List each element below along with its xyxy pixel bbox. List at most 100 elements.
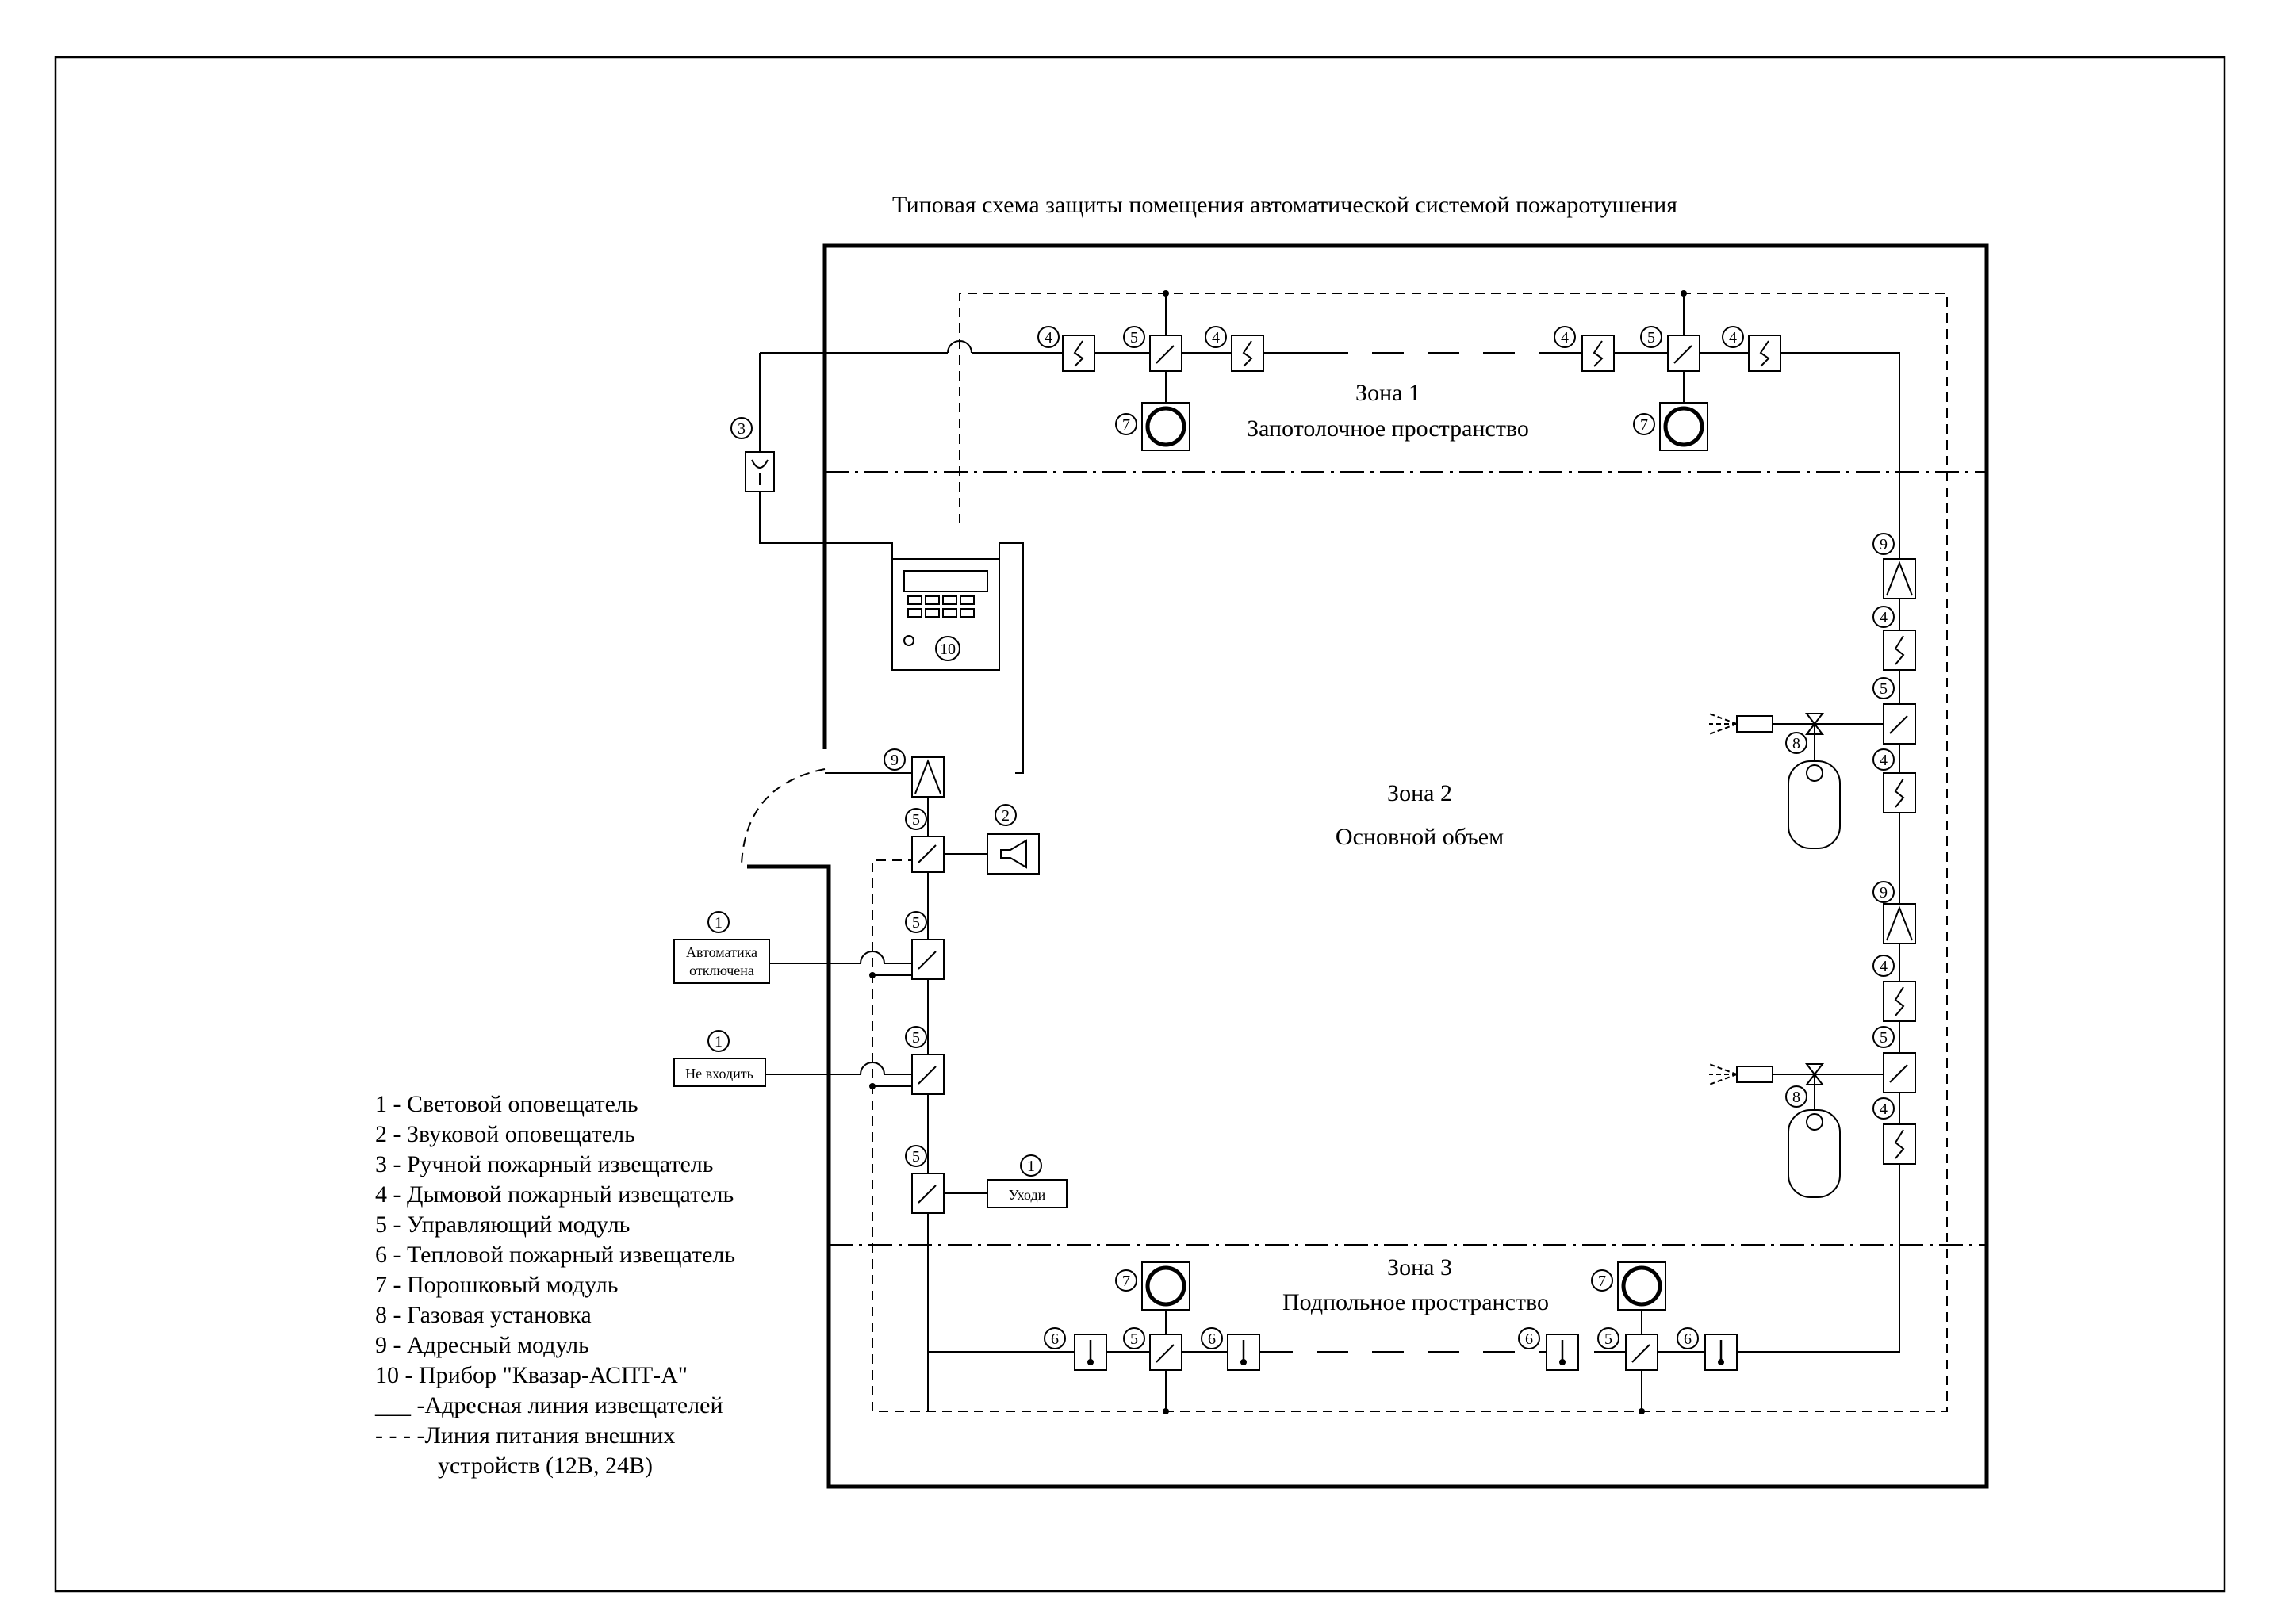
badge-5-number: 5 [912, 811, 920, 829]
badge-3-number: 3 [738, 420, 746, 438]
gas-spray-icon [1708, 713, 1738, 735]
badge-10 [935, 636, 960, 661]
smoke-detector [1883, 981, 1916, 1022]
badge-7-number: 7 [1598, 1273, 1606, 1290]
badge-5 [905, 1026, 927, 1048]
badge-7-number: 7 [1640, 416, 1648, 434]
address-module-icon [1886, 905, 1913, 941]
module-switch-icon [1889, 1064, 1908, 1083]
smoke-detector-icon [1894, 1129, 1905, 1159]
smoke-detector [1231, 335, 1264, 372]
module-switch-icon [918, 1066, 937, 1085]
junction-dot [1163, 1408, 1169, 1414]
badge-9-number: 9 [891, 752, 899, 769]
smoke-detector-icon [1073, 340, 1084, 367]
badge-1 [707, 911, 730, 933]
smoke-detector [1883, 630, 1916, 671]
badge-9-number: 9 [1880, 884, 1888, 901]
heat-detector-bulb [1559, 1359, 1566, 1365]
badge-7-number: 7 [1122, 1273, 1130, 1290]
control-panel [891, 558, 1000, 671]
smoke-detector [1883, 772, 1916, 813]
badge-6-number: 6 [1525, 1330, 1533, 1348]
badge-5 [1640, 326, 1662, 348]
powder-module-icon [1145, 406, 1186, 447]
sounder [987, 833, 1040, 875]
badge-4 [1205, 326, 1227, 348]
badge-4 [1872, 606, 1895, 628]
legend-item: - - - -Линия питания внешних [375, 1422, 675, 1449]
badge-5-number: 5 [1130, 329, 1138, 346]
badge-5-number: 5 [912, 1148, 920, 1166]
badge-4-number: 4 [1880, 752, 1888, 769]
badge-7-number: 7 [1122, 416, 1130, 434]
badge-8 [1785, 732, 1807, 754]
power-line [872, 293, 1948, 1412]
gas-cylinder-valve [1806, 1113, 1823, 1131]
badge-7 [1633, 413, 1655, 435]
panel-indicator [903, 635, 914, 646]
powder-module [1141, 402, 1190, 451]
zone2-name: Зона 2 [1387, 780, 1452, 806]
badge-5-number: 5 [1880, 1029, 1888, 1047]
powder-module [1141, 1261, 1190, 1311]
junction-dot [869, 972, 876, 978]
panel-key [907, 608, 922, 618]
junction-dot [1639, 1408, 1645, 1414]
gas-nozzle [1736, 1066, 1773, 1083]
badge-10-number: 10 [940, 641, 956, 658]
manual-call-point-icon [751, 459, 769, 485]
powder-module-icon [1145, 1265, 1186, 1307]
smoke-detector [1748, 335, 1781, 372]
horn-icon [1000, 839, 1027, 869]
badge-7 [1115, 413, 1137, 435]
panel-key [925, 608, 940, 618]
badge-9 [884, 748, 906, 771]
leave-text: Уходи [1009, 1187, 1046, 1203]
badge-4 [1037, 326, 1060, 348]
badge-5 [1872, 677, 1895, 699]
door-swing [741, 768, 826, 865]
gas-cylinder [1788, 760, 1841, 849]
badge-6 [1044, 1327, 1066, 1349]
badge-5 [905, 808, 927, 830]
badge-5 [1123, 1327, 1145, 1349]
smoke-detector [1062, 335, 1095, 372]
badge-6 [1677, 1327, 1699, 1349]
badge-4 [1872, 1097, 1895, 1120]
light-annunciator-auto-off [673, 939, 770, 984]
badge-5-number: 5 [912, 1029, 920, 1047]
badge-5 [1872, 1026, 1895, 1048]
legend-item: 8 - Газовая установка [375, 1302, 592, 1328]
gas-valve-icon [1804, 713, 1825, 735]
badge-6 [1518, 1327, 1540, 1349]
manual-call-point [745, 451, 775, 492]
heat-detector-bulb [1240, 1359, 1247, 1365]
light-annunciator-leave [987, 1179, 1068, 1208]
no-entry-wire [765, 1062, 912, 1075]
zone2-desc: Основной объем [1336, 824, 1504, 850]
panel-key [925, 595, 940, 605]
sheet-frame [54, 56, 2226, 1593]
powder-module [1617, 1261, 1666, 1311]
legend-item: 7 - Порошковый модуль [375, 1272, 618, 1298]
smoke-detector-icon [1894, 635, 1905, 665]
badge-9-number: 9 [1880, 536, 1888, 553]
badge-4 [1872, 955, 1895, 977]
badge-5-number: 5 [1880, 680, 1888, 698]
badge-4 [1872, 748, 1895, 771]
module-switch-icon [1156, 1344, 1175, 1363]
badge-8 [1785, 1085, 1807, 1108]
badge-1-number: 1 [715, 1033, 723, 1051]
badge-4 [1554, 326, 1576, 348]
badge-4-number: 4 [1880, 609, 1888, 626]
powder-module [1659, 402, 1708, 451]
badge-1-number: 1 [1027, 1158, 1035, 1175]
badge-9 [1872, 881, 1895, 903]
zone1-desc: Запотолочное пространство [1247, 415, 1529, 442]
badge-9 [1872, 533, 1895, 555]
module-switch-icon [1156, 345, 1175, 364]
address-module-icon [1886, 561, 1913, 596]
zone3-desc: Подпольное пространство [1282, 1289, 1549, 1315]
zone1-name: Зона 1 [1355, 380, 1420, 406]
